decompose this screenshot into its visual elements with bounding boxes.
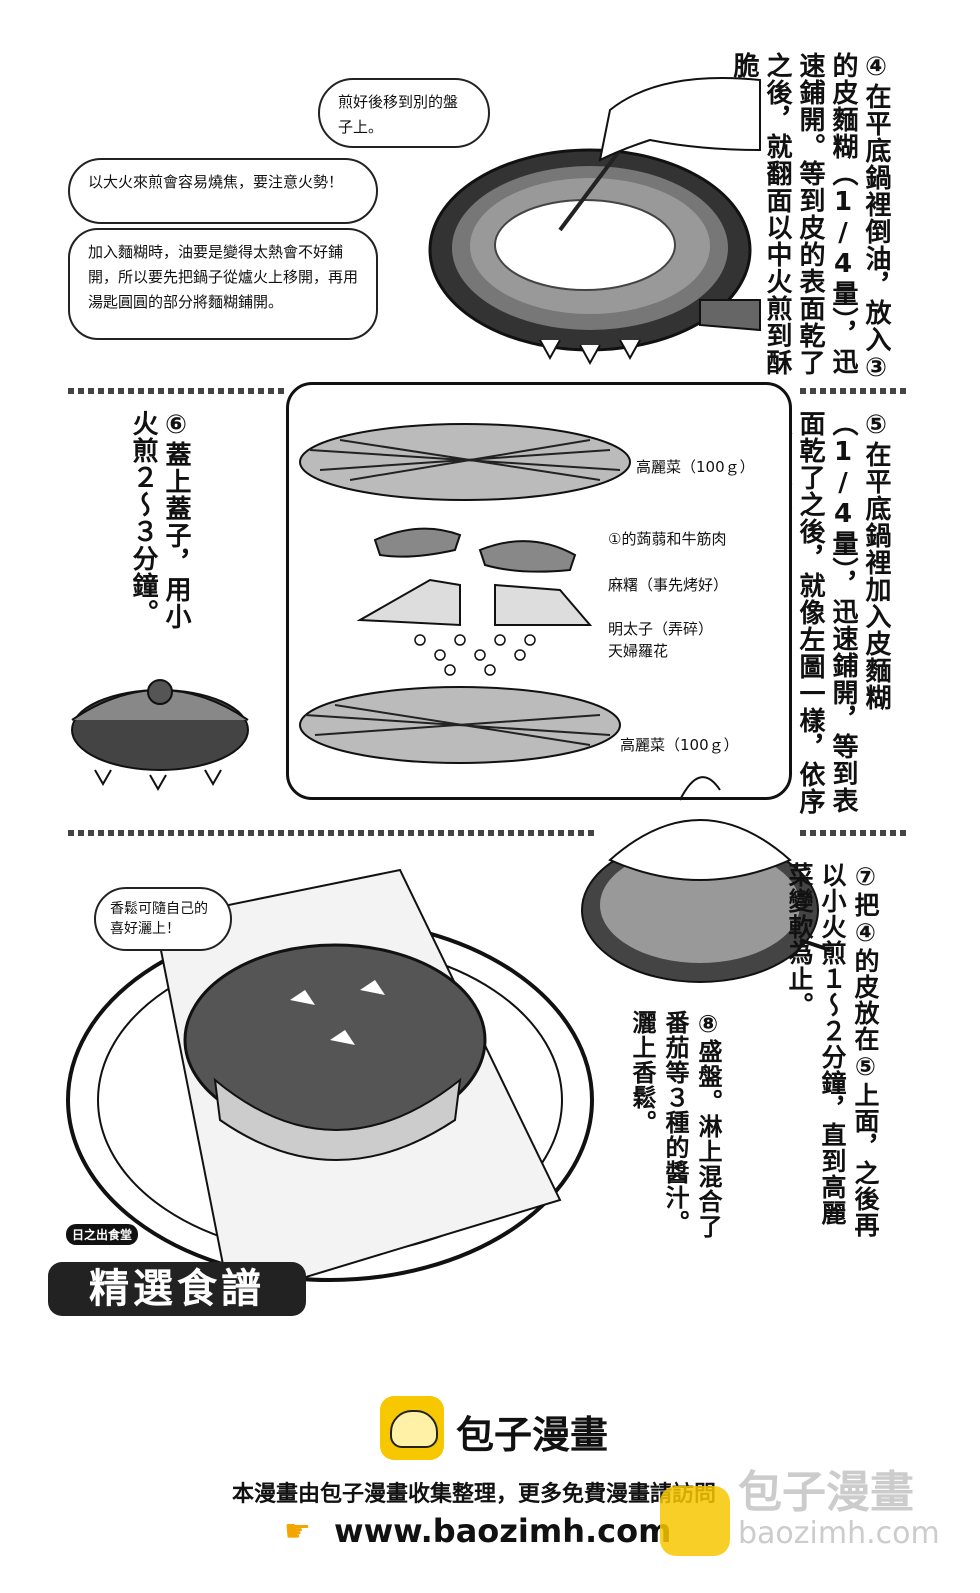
watermark-url: baozimh.com: [738, 1516, 940, 1551]
label-cabbage-top: 高麗菜（100ｇ）: [636, 458, 755, 476]
label-tenkasu: 天婦羅花: [608, 642, 669, 660]
divider-2b: [800, 830, 910, 836]
bubble-batter-tip: 加入麵糊時，油要是變得太熱會不好鋪開，所以要先把鍋子從爐火上移開，再用湯匙圓圓的…: [68, 228, 378, 340]
bun-icon: [390, 1410, 438, 1448]
flip-pan-illustration: [581, 776, 831, 983]
bubble-move-plate: 煎好後移到別的盤子上。: [318, 78, 490, 148]
footer-url[interactable]: www.baozimh.com: [334, 1512, 672, 1550]
divider-2: [68, 830, 598, 836]
pointing-hand-icon: ☛: [284, 1514, 311, 1549]
layer-diagram: [299, 423, 631, 764]
footer-notice: 本漫畫由包子漫畫收集整理，更多免費漫畫請訪問: [232, 1482, 717, 1507]
recipe-badge: 日之出食堂 精選食譜: [48, 1222, 308, 1322]
lidded-pan-illustration: [71, 679, 249, 792]
bubble-topping: 香鬆可隨自己的喜好灑上！: [94, 887, 232, 951]
divider-1: [68, 388, 286, 394]
step8-text: ⑧盛盤。淋上混合了番茄等３種的醬汁。灑上香鬆。: [628, 1010, 722, 1239]
watermark-logo: [660, 1486, 730, 1556]
footer-logo: [380, 1396, 444, 1460]
label-mochi: 麻糬（事先烤好）: [608, 576, 729, 594]
step7-text: ⑦把④的皮放在⑤上面，之後再以小火煎１～２分鐘，直到高麗菜變軟為止。: [785, 862, 880, 1238]
watermark-title: 包子漫畫: [738, 1467, 914, 1518]
frying-pan-illustration: [428, 77, 761, 366]
badge-small-label: 日之出食堂: [66, 1224, 139, 1245]
badge-title: 精選食譜: [48, 1262, 306, 1316]
divider-1b: [800, 388, 910, 394]
label-konjac-beef: ①的蒟蒻和牛筋肉: [608, 530, 727, 548]
label-cabbage-bottom: 高麗菜（100ｇ）: [620, 736, 739, 754]
label-mentaiko: 明太子（弄碎）: [608, 620, 714, 638]
step6-text: ⑥蓋上蓋子，用小火煎２～３分鐘。: [128, 410, 191, 630]
bubble-high-heat: 以大火來煎會容易燒焦，要注意火勢！: [68, 158, 378, 224]
footer-brand: 包子漫畫: [456, 1413, 609, 1457]
plated-okonomiyaki-illustration: [66, 868, 594, 1302]
